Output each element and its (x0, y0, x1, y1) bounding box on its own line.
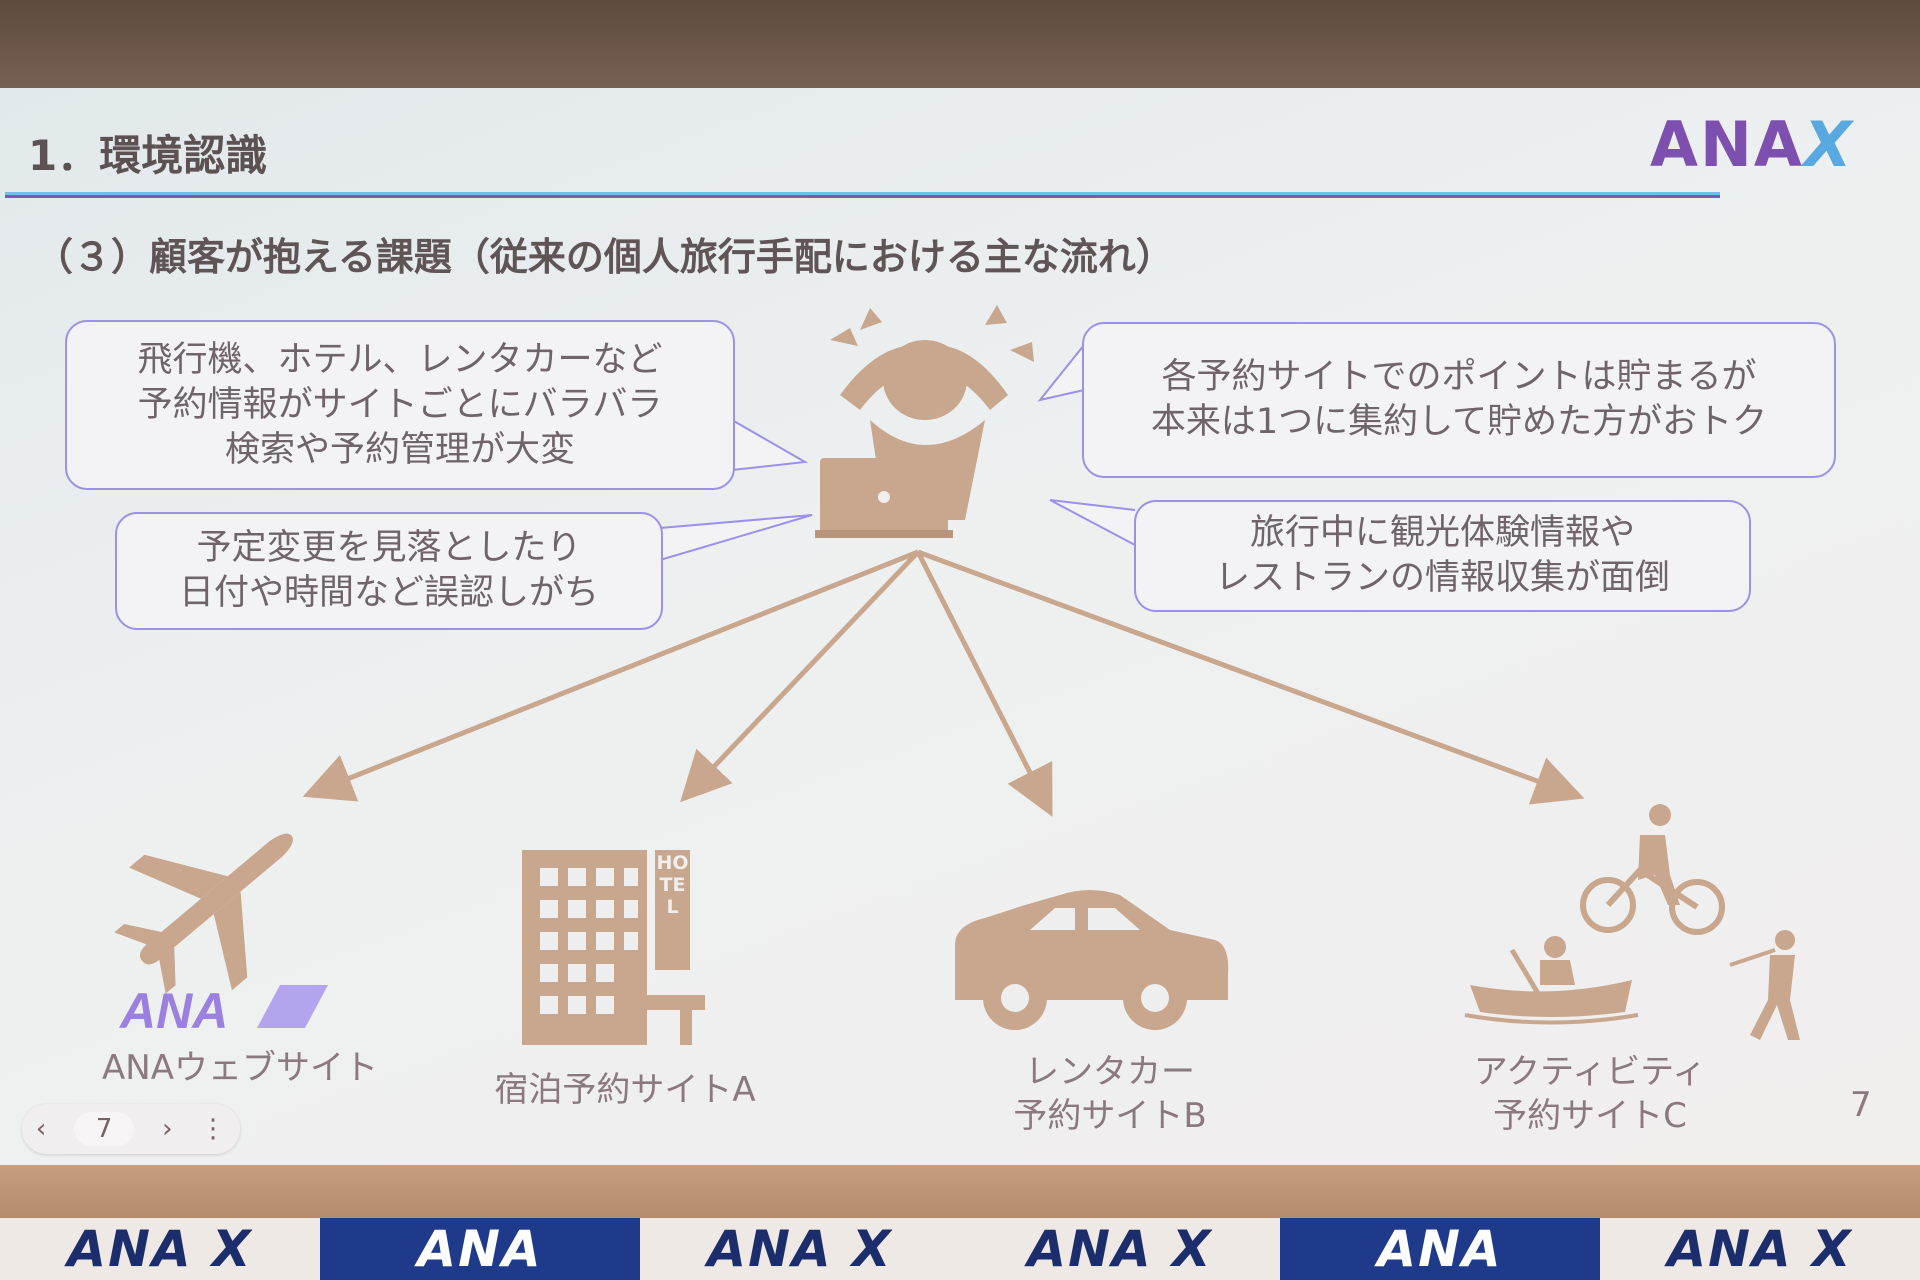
speech-bubble-scattered-points: 各予約サイトでのポイントは貯まるが 本来は1つに集約して貯めた方がおトク (1082, 322, 1836, 478)
stage-edge (0, 1165, 1920, 1218)
arrow-to-hotel (680, 550, 920, 803)
ana-brand-logo: ANA (118, 983, 328, 1039)
page-number: 7 (1850, 1085, 1872, 1125)
backdrop-banners: ANA X ANA ANA X ANA X ANA ANA X (0, 1218, 1920, 1280)
label-hotel-site: 宿泊予約サイトA (494, 1070, 756, 1110)
logo-mark: X (1803, 108, 1854, 181)
background-wall (0, 0, 1920, 100)
stressed-person-icon (815, 305, 1034, 538)
speech-bubble-info-gathering: 旅行中に観光体験情報や レストランの情報収集が面倒 (1134, 500, 1751, 612)
label-line: アクティビティ (1473, 1052, 1707, 1092)
bubble-line: 本来は1つに集約して貯めた方がおトク (1150, 402, 1768, 442)
bubble-line: 予約情報がサイトごとにバラバラ (137, 384, 663, 425)
label-line: 予約サイトB (1013, 1096, 1207, 1136)
banner: ANA X (0, 1218, 320, 1280)
banner: ANA (1280, 1218, 1600, 1280)
activities-icon (1464, 804, 1800, 1040)
page-indicator[interactable]: 7 (73, 1112, 135, 1146)
bubble-tail (1049, 499, 1136, 546)
ana-brand-text: ANA (118, 983, 228, 1039)
ana-brand-stripe (257, 985, 328, 1028)
slide-subtitle: （３）顧客が抱える課題（従来の個人旅行手配における主な流れ） (35, 235, 1174, 279)
arrow-to-ana (302, 549, 919, 802)
more-options-button[interactable]: ⋮ (200, 1114, 227, 1144)
arrow-to-car (915, 550, 1053, 817)
label-rental-car-site: レンタカー 予約サイトB (960, 1050, 1260, 1138)
hotel-icon (522, 850, 705, 1045)
bubble-line: 予定変更を見落としたり (196, 528, 582, 568)
label-ana-website: ANAウェブサイト (102, 1048, 378, 1088)
slide-navigation: ‹ 7 › ⋮ (22, 1104, 240, 1154)
anax-logo: ANAX (1650, 108, 1854, 181)
banner: ANA X (640, 1218, 960, 1280)
title-divider (5, 192, 1720, 198)
bubble-line: 日付や時間など誤認しがち (178, 573, 599, 613)
bubble-line: 飛行機、ホテル、レンタカーなど (137, 339, 663, 380)
bubble-line: 各予約サイトでのポイントは貯まるが (1161, 357, 1757, 397)
bubble-tail (659, 514, 813, 561)
label-line: 予約サイトC (1493, 1096, 1687, 1136)
prev-slide-button[interactable]: ‹ (35, 1114, 47, 1144)
hotel-sign: HOTEL (656, 852, 689, 918)
bubble-tail (731, 419, 809, 471)
speech-bubble-fragmented-bookings: 飛行機、ホテル、レンタカーなど 予約情報がサイトごとにバラバラ 検索や予約管理が… (65, 320, 735, 490)
car-icon (955, 890, 1229, 1030)
speech-bubble-schedule-mistakes: 予定変更を見落としたり 日付や時間など誤認しがち (115, 512, 663, 630)
bubble-line: レストランの情報収集が面倒 (1214, 558, 1670, 598)
banner: ANA (320, 1218, 640, 1280)
bubble-tail (1037, 344, 1085, 402)
bubble-line: 検索や予約管理が大変 (224, 429, 575, 470)
banner: ANA X (1600, 1218, 1920, 1280)
section-title: 1．環境認識 (28, 131, 268, 180)
next-slide-button[interactable]: › (162, 1114, 173, 1144)
logo-text: ANA (1650, 108, 1804, 181)
label-activity-site: アクティビティ 予約サイトC (1440, 1050, 1740, 1138)
bubble-line: 旅行中に観光体験情報や (1249, 513, 1635, 553)
banner: ANA X (960, 1218, 1280, 1280)
label-line: レンタカー (1025, 1052, 1195, 1092)
airplane-icon (114, 833, 293, 994)
arrow-to-activities (917, 549, 1585, 805)
